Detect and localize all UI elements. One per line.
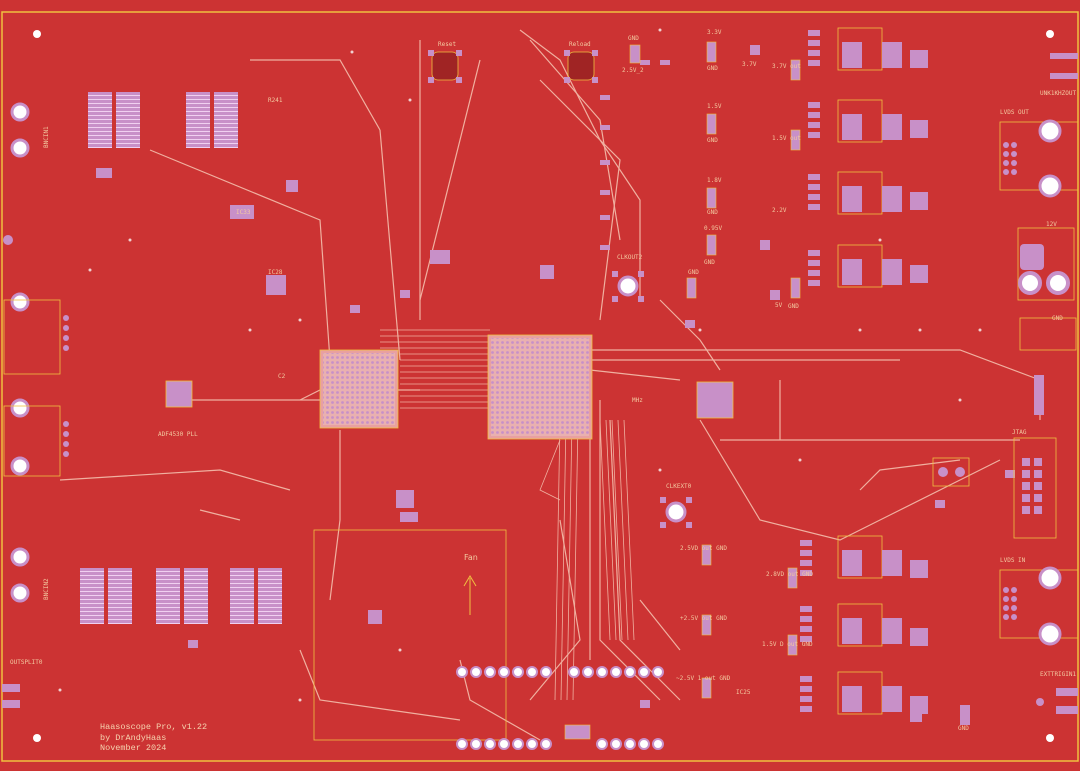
v37-label: 3.7V [742, 61, 757, 68]
v18-label: 1.8V [707, 177, 722, 184]
mhz-label: MHz [632, 397, 643, 404]
bottom-header-row1 [456, 666, 664, 678]
board-credit: Haasoscope Pro, v1.22 by DrAndyHaas Nove… [100, 722, 207, 754]
reset-button-outline [431, 51, 459, 81]
v28d-label: 2.8VD out GND [766, 571, 813, 578]
v22-label: 2.2V [772, 207, 787, 214]
gnd-label: GND [958, 725, 969, 732]
v15-label: 1.5V [707, 103, 722, 110]
v15d-label: 1.5V D out GND [762, 641, 813, 648]
v12-label: 12V [1046, 221, 1057, 228]
smd-columns [800, 30, 820, 712]
bnc1-label: BNCIN1 [43, 126, 50, 148]
v25-2-label: 2.5V_2 [622, 67, 644, 74]
board-outline [1, 11, 1079, 762]
adf-pll-label: ADF4530 PLL [158, 431, 198, 438]
reload-button-outline [567, 51, 595, 81]
v33-label: 3.3V [707, 29, 722, 36]
v15-out-label: 1.5V out [772, 135, 801, 142]
v25-label: +2.5V out GND [680, 615, 727, 622]
clkext0-connector [660, 497, 692, 528]
bnc-left [2, 102, 30, 708]
fan-label: Fan [464, 553, 478, 562]
jtag-label: JTAG [1012, 429, 1027, 436]
reload-label: Reload [569, 41, 591, 48]
clkout2-label: CLKOUT2 [617, 254, 643, 261]
fuse-outline [932, 457, 970, 487]
gnd-label: GND [788, 303, 799, 310]
gnd-label: GND [704, 259, 715, 266]
credit-line-2: by DrAndyHaas [100, 732, 167, 743]
v25d-label: 2.5VD out GND [680, 545, 727, 552]
v5-label: 5V [775, 302, 783, 309]
lvds-in-connector [999, 566, 1079, 646]
fine-traces [380, 329, 635, 701]
credit-line-1: Haasoscope Pro, v1.22 [100, 722, 208, 732]
lvds-out-label: LVDS OUT [1000, 109, 1029, 116]
mount-hole [33, 30, 41, 38]
gnd-label: GND [707, 137, 718, 144]
fan-outline [313, 529, 507, 741]
reset-label: Reset [438, 41, 457, 48]
v25-1-label: ~2.5V 1 out GND [676, 675, 731, 682]
right-connector-strip [1034, 375, 1044, 415]
ic33-label: IC33 [236, 209, 251, 216]
bnc2-label: BNCIN2 [43, 578, 50, 600]
unk-label: UNK1KHZOUT [1040, 90, 1077, 97]
mount-hole [1046, 734, 1054, 742]
pll-chip [165, 380, 193, 408]
mount-hole [1046, 30, 1054, 38]
gnd-label: GND [688, 269, 699, 276]
gnd-label: GND [1052, 315, 1063, 322]
smd-misc [96, 45, 1015, 725]
r241-label: R241 [268, 97, 283, 104]
power-header-pins [564, 41, 801, 740]
regulator-pads [842, 42, 928, 714]
gnd-label: GND [628, 35, 639, 42]
ic25-label: IC25 [736, 689, 751, 696]
input-stage-top [88, 92, 238, 148]
lvds-in-label: LVDS IN [1000, 557, 1026, 564]
c2-label: C2 [278, 373, 286, 380]
qfn-chip [696, 381, 734, 419]
v095-label: 0.95V [704, 225, 723, 232]
vias [58, 28, 982, 702]
bottom-header-row2 [456, 738, 664, 750]
lvds-out-connector [999, 119, 1079, 198]
jtag-outline [1013, 437, 1057, 539]
mount-hole [33, 734, 41, 742]
gnd-label: GND [707, 65, 718, 72]
v37-out-label: 3.7V out [772, 63, 801, 70]
ic28-label: IC28 [268, 269, 283, 276]
clkout2-connector [612, 271, 644, 302]
bga-balls-left [323, 353, 395, 425]
outsplit-label: OUTSPLIT0 [10, 659, 43, 666]
jtag-pins [1022, 458, 1042, 514]
credit-line-3: November 2024 [100, 743, 167, 753]
clkext0-label: CLKEXT0 [666, 483, 692, 490]
gnd-label: GND [707, 209, 718, 216]
bga-balls-right [491, 338, 589, 436]
input-stage-bottom [80, 568, 282, 624]
power-jack-12v [1017, 227, 1075, 301]
exttrig-label: EXTTRIGIN1 [1040, 671, 1077, 678]
